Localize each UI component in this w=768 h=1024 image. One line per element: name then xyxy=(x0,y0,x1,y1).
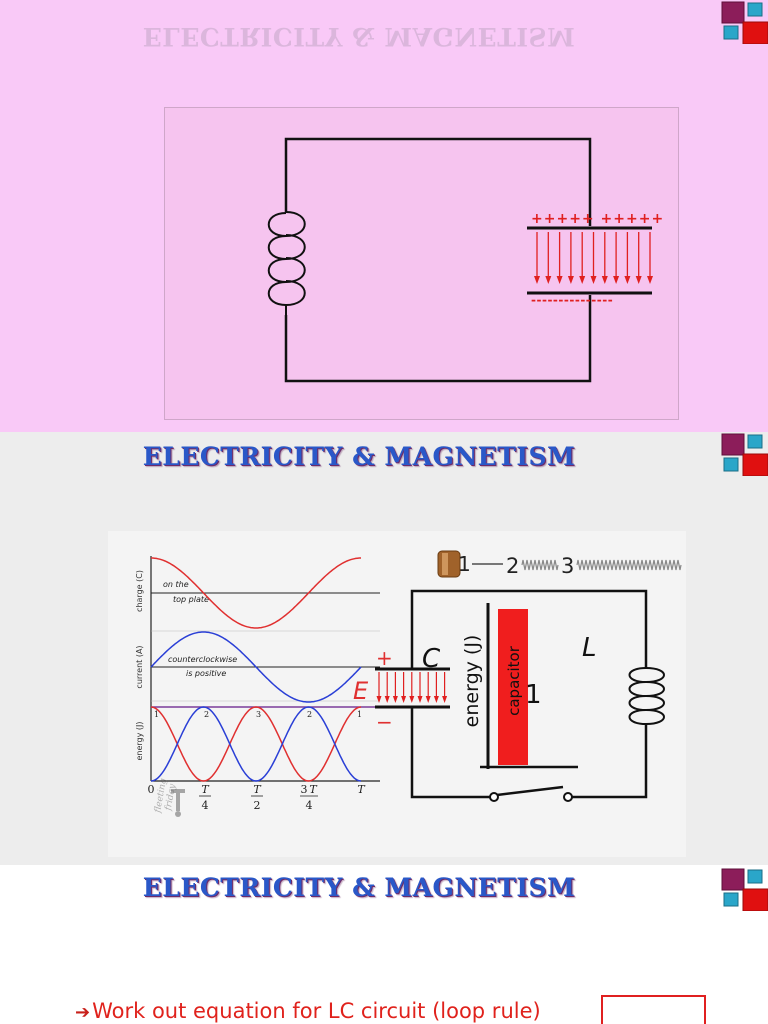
time-tick-quarter: T 4 xyxy=(199,783,211,812)
field-arrow-head xyxy=(433,696,439,703)
field-arrow-head xyxy=(624,276,631,284)
electric-field-arrows xyxy=(534,232,653,284)
field-label: E xyxy=(353,677,369,705)
corner-decoration xyxy=(721,433,768,476)
watermark-figure-icon xyxy=(171,789,185,817)
field-arrow-head xyxy=(409,696,415,703)
inductor-energy-curve xyxy=(150,706,362,782)
field-arrow-head xyxy=(635,276,642,284)
time-tick-half: T 2 xyxy=(251,783,263,812)
field-arrow-head xyxy=(590,276,597,284)
counter-step-3: 3 xyxy=(561,554,574,578)
lc-circuit-with-switch: + − E C L energy (J) capacitor 1 xyxy=(353,589,665,802)
current-curve xyxy=(150,631,362,703)
capacitor-bar-number: 1 xyxy=(525,680,542,710)
slide-title: ELECTRICITY & MAGNETISM xyxy=(142,442,576,471)
current-note-line1: counterclockwise xyxy=(168,655,237,664)
field-arrow-head xyxy=(647,276,653,284)
electric-field-arrows xyxy=(376,672,448,703)
capacitor-label: C xyxy=(422,644,441,674)
energy-marker: 1 xyxy=(154,710,159,719)
minus-sign: − xyxy=(376,710,393,734)
energy-step-counter: 1 2 3 xyxy=(437,550,682,578)
slide-title-mirrored: ELECTRICITY & MAGNETISM xyxy=(142,22,576,51)
energy-marker: 1 xyxy=(357,710,362,719)
positive-charges: +++++ +++++ xyxy=(531,211,664,227)
answer-box xyxy=(601,995,706,1024)
lc-oscillation-figure: charge (C) current (A) energy (J) on the… xyxy=(108,531,686,857)
svg-text:T: T xyxy=(253,783,262,796)
bullet-text: Work out equation for LC circuit (loop r… xyxy=(92,999,541,1023)
svg-text:3: 3 xyxy=(301,783,308,796)
svg-text:2: 2 xyxy=(254,799,261,812)
switch-contact xyxy=(489,792,499,802)
counter-step-1: 1 xyxy=(458,552,471,576)
time-tick-zero: 0 xyxy=(148,783,155,796)
energy-marker: 2 xyxy=(204,710,209,719)
switch-lever xyxy=(496,785,564,797)
field-arrow-head xyxy=(534,276,540,284)
field-arrow-head xyxy=(425,696,431,703)
capacitor-energy-bar xyxy=(498,609,528,765)
oscillation-graphs: charge (C) current (A) energy (J) on the… xyxy=(135,556,380,817)
field-arrow-head xyxy=(392,696,398,703)
energy-marker: 2 xyxy=(307,710,312,719)
bullet-point: ➔Work out equation for LC circuit (loop … xyxy=(75,999,541,1023)
field-arrow-head xyxy=(567,276,574,284)
lc-oscillation-diagram: charge (C) current (A) energy (J) on the… xyxy=(135,550,682,817)
energy-axis-label: energy (J) xyxy=(135,721,144,760)
svg-text:T: T xyxy=(309,783,318,796)
svg-text:4: 4 xyxy=(306,799,313,812)
field-arrow-head xyxy=(376,696,382,703)
field-arrow-head xyxy=(556,276,563,284)
charge-curve xyxy=(151,557,361,629)
field-arrow-head xyxy=(613,276,620,284)
charge-note-line2: top plate xyxy=(173,595,209,604)
top-wire xyxy=(284,137,592,226)
inductor-coil xyxy=(628,667,665,726)
negative-charges: --------------- xyxy=(531,293,613,307)
current-axis-label: current (A) xyxy=(135,645,144,688)
field-arrow-head xyxy=(601,276,608,284)
current-note-line2: is positive xyxy=(186,669,226,678)
switch-contact xyxy=(563,792,573,802)
spring-icon xyxy=(576,559,682,571)
field-arrow-head xyxy=(545,276,552,284)
plus-sign: + xyxy=(376,646,393,670)
svg-text:4: 4 xyxy=(202,799,209,812)
inductor-label: L xyxy=(582,633,597,663)
field-arrow-head xyxy=(384,696,390,703)
time-tick-three-quarter: 3 T 4 xyxy=(300,783,318,812)
field-arrow-head xyxy=(417,696,423,703)
counter-step-2: 2 xyxy=(506,554,519,578)
slide-title: ELECTRICITY & MAGNETISM xyxy=(142,873,576,902)
arrow-right-icon: ➔ xyxy=(75,1002,91,1023)
charge-axis-label: charge (C) xyxy=(135,570,144,612)
spring-icon xyxy=(521,559,559,571)
lc-circuit-figure: +++++ +++++ --------------- xyxy=(164,107,679,420)
capacitor-energy-curve xyxy=(150,706,362,782)
energy-chart-axis-label: energy (J) xyxy=(461,635,483,728)
svg-text:T: T xyxy=(201,783,210,796)
corner-decoration xyxy=(721,868,768,911)
field-arrow-head xyxy=(442,696,448,703)
watermark: fleeting friday xyxy=(153,777,178,814)
inductor-coil xyxy=(267,211,306,315)
field-arrow-head xyxy=(579,276,586,284)
lc-circuit-diagram: +++++ +++++ --------------- xyxy=(267,137,664,383)
bottom-wire xyxy=(284,295,592,383)
charge-note-line1: on the xyxy=(163,580,189,589)
slide-3: ELECTRICITY & MAGNETISM ➔Work out equati… xyxy=(0,865,768,1024)
counter-knob-icon xyxy=(437,550,461,578)
energy-marker: 3 xyxy=(256,710,261,719)
field-arrow-head xyxy=(401,696,407,703)
time-tick-full: T xyxy=(357,783,366,796)
capacitor-bar-label: capacitor xyxy=(505,645,523,716)
slide-2: ELECTRICITY & MAGNETISM charge (C) curre… xyxy=(0,432,768,865)
corner-decoration xyxy=(721,1,768,44)
slide-1: ELECTRICITY & MAGNETISM +++++ +++++ ----… xyxy=(0,0,768,432)
